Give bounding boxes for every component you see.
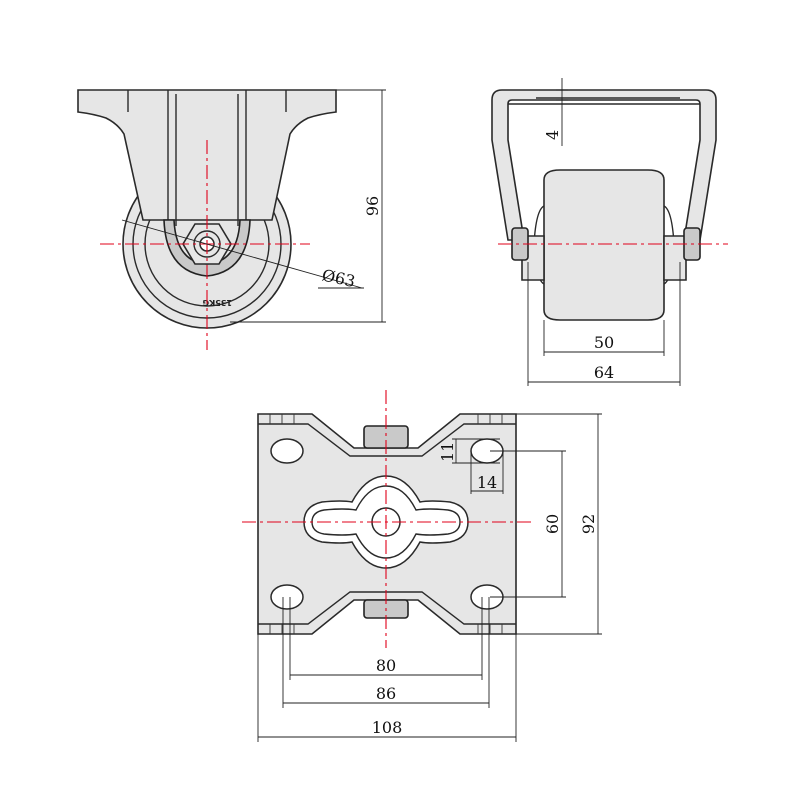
front-bracket [77,89,337,221]
dim-60-label: 60 [543,514,562,534]
dim-14-label: 14 [477,473,497,492]
dim-50-label: 50 [594,333,614,352]
dim-diameter-leader [121,219,363,289]
wheel-marking: 135KG [203,298,232,307]
side-wheel [543,169,665,321]
side-leg-right [663,235,687,281]
dim-11-label: 11 [438,442,457,462]
dim-86-label: 86 [376,684,396,703]
dim-96-label: 96 [363,196,382,216]
front-bracket-bends [127,90,287,112]
dim-4-label: 4 [543,130,562,140]
mounting-hole-bottom-left [270,584,304,610]
front-bracket-legs-inner [175,94,239,226]
top-plate-ribs [269,414,503,634]
top-view [257,413,517,635]
front-bracket-legs [167,90,247,232]
dim-diameter-label: Ø63 [320,265,357,291]
fork-yoke [163,219,251,277]
dim-108-label: 108 [372,718,403,737]
dim-64-label: 64 [594,363,614,382]
mounting-hole-top-left [270,438,304,464]
dim-92-label: 92 [579,514,598,534]
side-view [491,89,717,321]
dim-80-label: 80 [376,656,396,675]
